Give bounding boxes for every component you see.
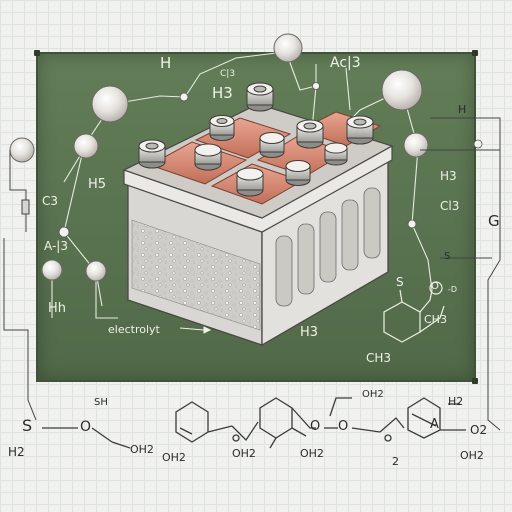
label-cl3-right: Cl3	[440, 199, 460, 213]
label-o-mid: O	[310, 419, 321, 434]
label-h2-right: H2	[448, 395, 464, 408]
board-corner-pin	[34, 50, 40, 56]
label-o-left: O	[80, 419, 92, 435]
label-c3-left: C3	[42, 194, 59, 208]
label-s-right: S	[444, 251, 451, 262]
label-hh: Hh	[48, 301, 67, 316]
label-o2-right: O2	[470, 423, 488, 437]
label-ring-s: S	[396, 275, 404, 289]
label-o-mid2: O	[338, 419, 349, 434]
label-electrolyte: electrolyt	[108, 323, 160, 336]
label-oh2-a: OH2	[162, 451, 186, 464]
label-h-top: H	[160, 54, 172, 72]
label-ring-tag: -D	[448, 285, 458, 294]
label-oh2-left: OH2	[130, 443, 154, 456]
label-ch3: CH3	[366, 351, 392, 365]
label-h3-right: H3	[440, 169, 457, 183]
label-h-right-top: H	[458, 103, 467, 116]
label-ring-ch3: CH3	[424, 313, 447, 326]
label-a-right: A	[430, 417, 439, 432]
label-h3-top: H3	[212, 84, 233, 102]
label-ci3: C|3	[220, 69, 236, 79]
label-h5: H5	[88, 177, 107, 192]
bottom-molecules	[42, 397, 466, 449]
board-corner-pin	[472, 378, 478, 384]
battery	[122, 82, 394, 347]
label-acl3: Ac|3	[330, 55, 361, 71]
label-ring-o: O	[431, 281, 439, 292]
label-two: 2	[392, 455, 399, 468]
external-leads	[3, 117, 501, 431]
label-g-right: G	[488, 212, 500, 230]
label-oh2-right: OH2	[460, 449, 484, 462]
board-benzene-ring	[383, 281, 445, 343]
electrolyte-arrow	[179, 326, 212, 334]
board-corner-pin	[472, 50, 478, 56]
label-h3-bottom: H3	[300, 325, 319, 340]
probe-spheres	[9, 33, 483, 282]
label-h2-left: H2	[8, 445, 25, 459]
label-sh: SH	[94, 397, 108, 408]
label-s-left: S	[22, 416, 33, 435]
label-oh2-b: OH2	[232, 447, 256, 460]
label-al3: A-|3	[44, 239, 68, 253]
label-oh2-c: OH2	[300, 447, 324, 460]
label-oh2-top: OH2	[362, 389, 384, 400]
